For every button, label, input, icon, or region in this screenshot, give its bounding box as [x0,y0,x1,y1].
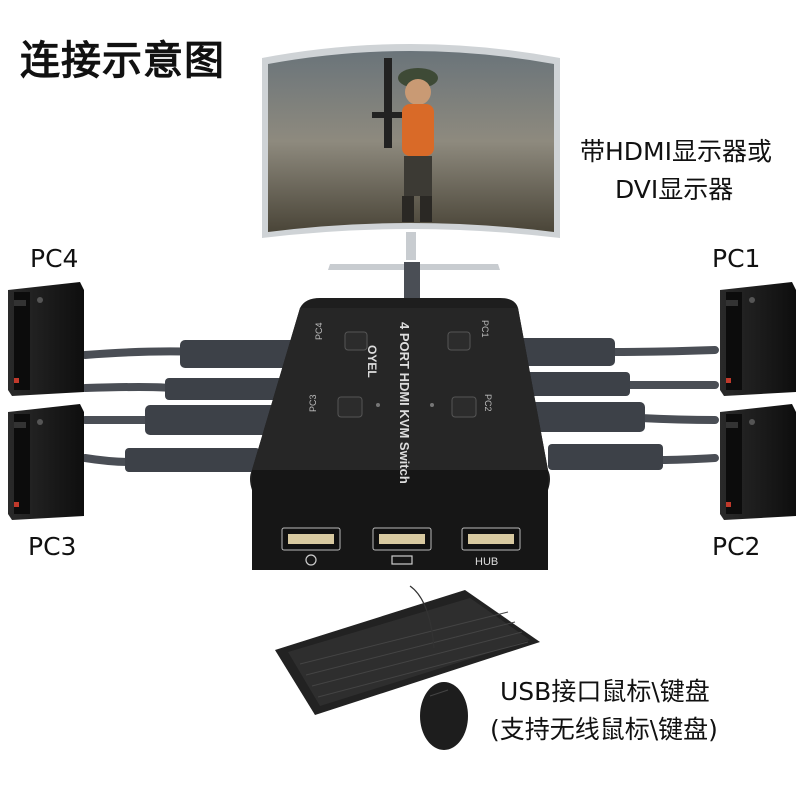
mouse [409,585,468,750]
peripheral-caption-line2: (支持无线鼠标\键盘) [490,715,718,744]
page-title: 连接示意图 [20,38,225,84]
monitor-caption-line2: DVI显示器 [615,175,734,204]
game-character-image [372,58,438,222]
pc1-label: PC1 [712,244,761,273]
pc2-label: PC2 [712,532,761,561]
select-buttons [337,331,477,418]
switch-model: 4 PORT HDMI KVM Switch [397,322,412,484]
monitor-caption-line1: 带HDMI显示器或 [580,137,772,166]
pc-tower-pc3 [8,404,84,520]
pc4-label: PC4 [30,244,79,273]
mouse-icon [305,554,317,566]
left-connectors [125,340,295,472]
right-connectors [515,338,663,470]
pc-tower-pc1 [720,282,796,396]
button-label-pc2: PC2 [483,394,493,412]
usb-ports [281,527,521,566]
button-label-pc4: PC4 [314,322,324,340]
keyboard-icon [391,555,413,565]
hub-label: HUB [475,556,498,568]
monitor [262,44,560,308]
button-label-pc1: PC1 [480,320,490,338]
pc3-label: PC3 [28,532,77,561]
button-label-pc3: PC3 [308,394,318,412]
pc-tower-pc2 [720,404,796,520]
switch-brand: OYEL [365,345,379,378]
pc-tower-pc4 [8,282,84,396]
keyboard [275,590,540,715]
kvm-switch: HUB OYEL 4 PORT HDMI KVM Switch PC1 PC2 … [250,298,550,570]
peripheral-caption-line1: USB接口鼠标\键盘 [500,677,710,706]
